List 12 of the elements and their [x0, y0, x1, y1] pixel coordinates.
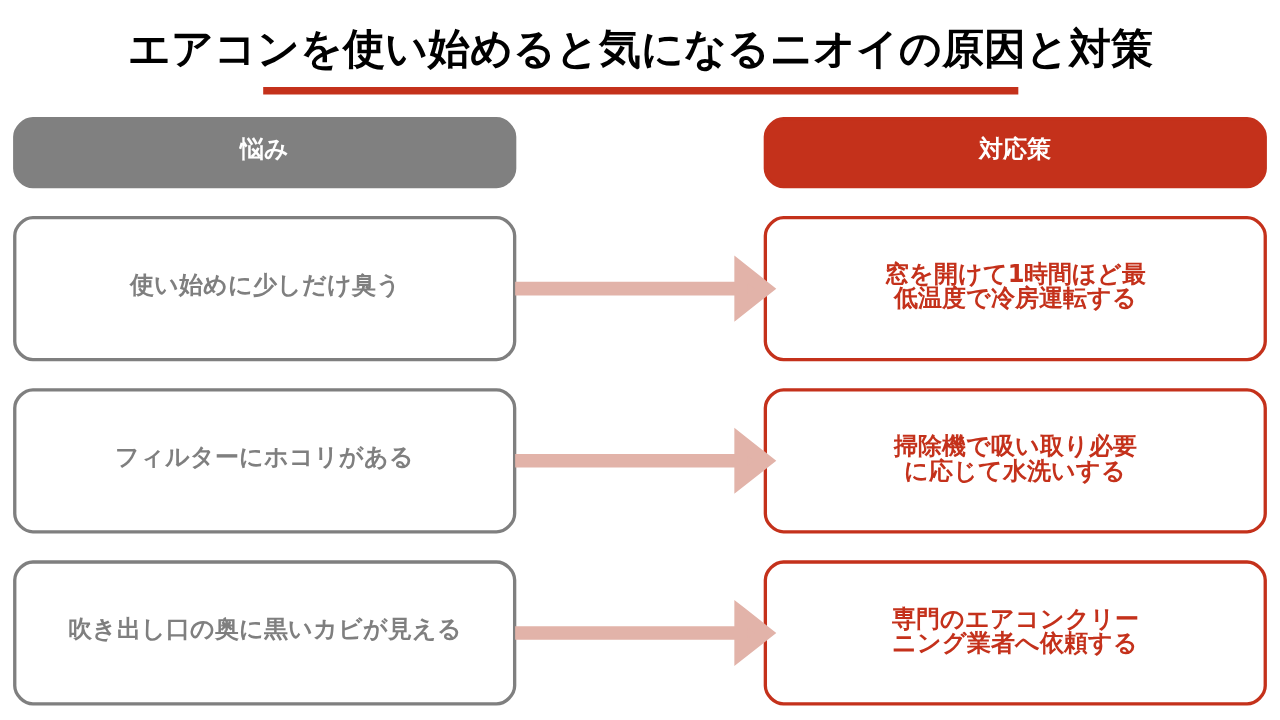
node-box: 窓を開けて1時間ほど最低温度で冷房運転する [763, 216, 1267, 362]
diagram-title: エアコンを使い始めると気になるニオイの原因と対策 [128, 24, 1154, 74]
arrow [515, 599, 777, 666]
node-box: 専門のエアコンクリーニング業者へ依頼する [763, 560, 1267, 706]
arrow [515, 427, 777, 494]
arrow [515, 255, 777, 322]
node-box: フィルターにホコリがある [13, 388, 517, 534]
node-box: 使い始めに少しだけ臭う [13, 216, 517, 362]
node-box: 対応策 [763, 117, 1267, 189]
node-box: 吹き出し口の奥に黒いカビが見える [13, 560, 517, 706]
node-box: 悩み [13, 117, 517, 189]
node-box: 掃除機で吸い取り必要に応じて水洗いする [763, 388, 1267, 534]
